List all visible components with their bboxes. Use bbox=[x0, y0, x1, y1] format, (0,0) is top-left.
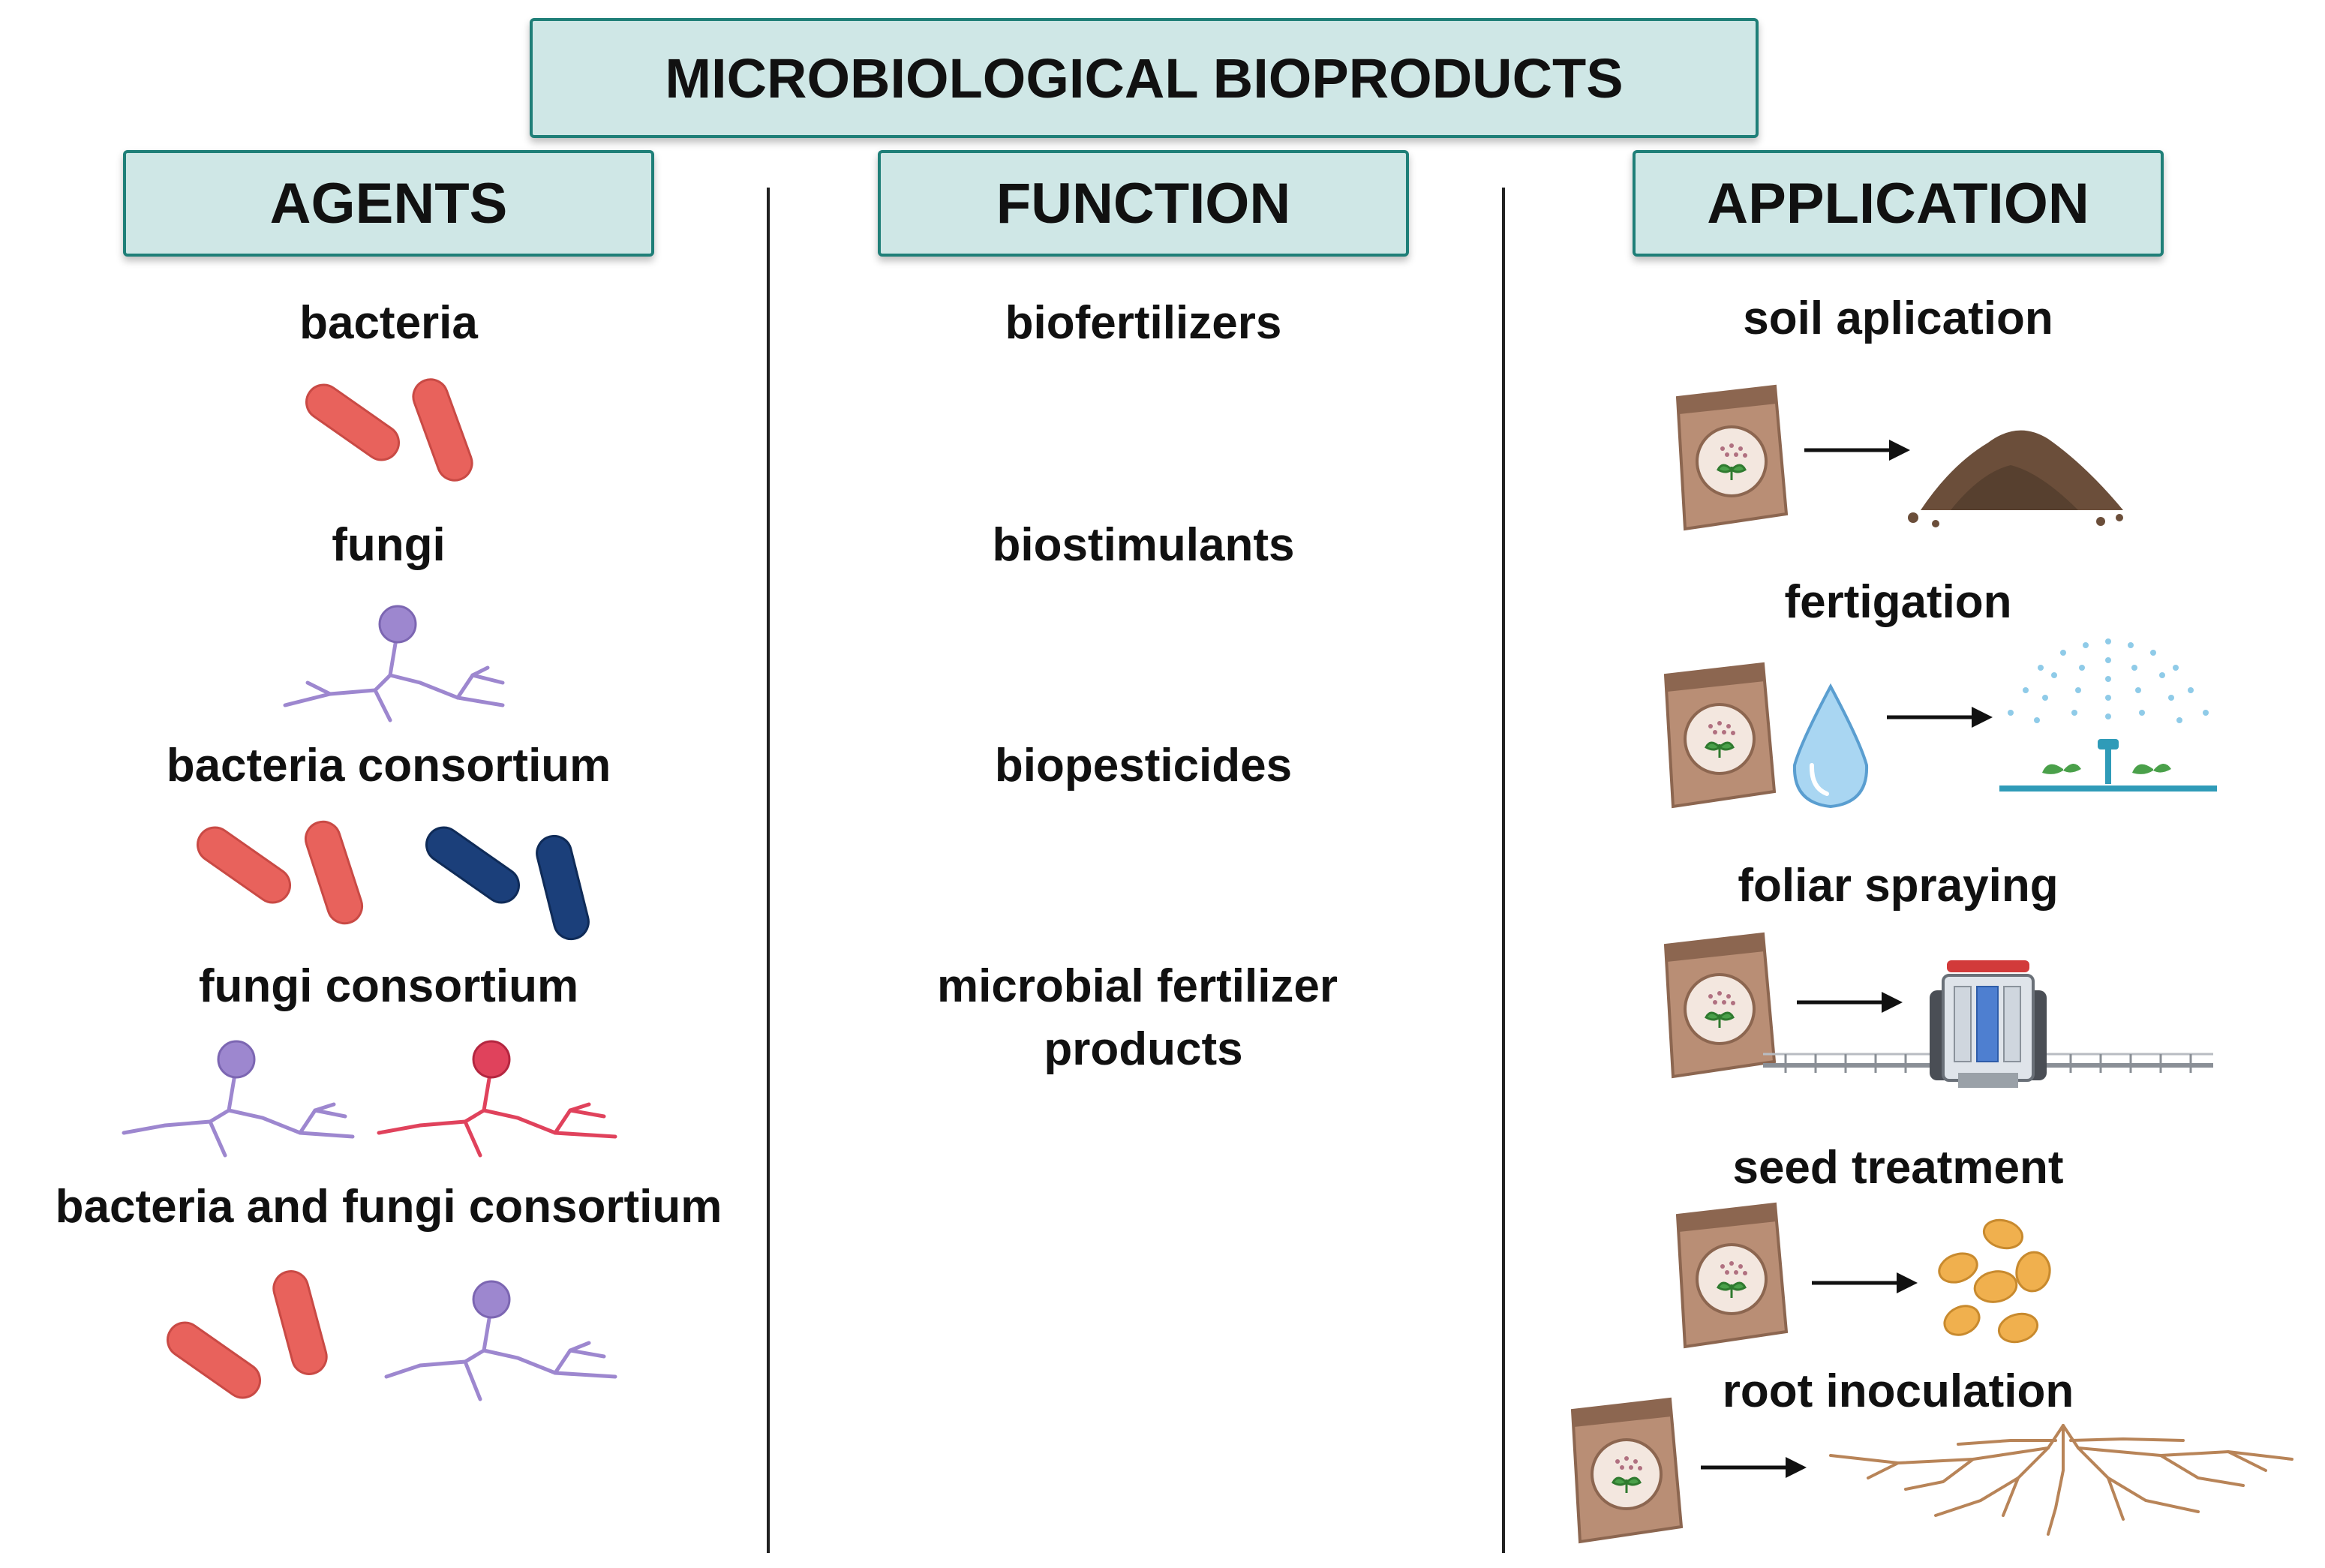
divider-left bbox=[767, 188, 770, 1553]
fungi-consortium-icon bbox=[122, 1040, 617, 1158]
function-label-biostimulants: biostimulants bbox=[992, 519, 1295, 571]
function-header: FUNCTION bbox=[996, 171, 1291, 236]
diagram-title: MICROBIOLOGICAL BIOPRODUCTS bbox=[665, 47, 1624, 110]
fertilizer-bag-icon bbox=[1663, 932, 1777, 1079]
seeds-icon bbox=[1938, 1218, 2051, 1344]
fertilizer-bag-icon bbox=[1675, 384, 1789, 531]
function-label-products: products bbox=[1044, 1023, 1243, 1075]
function-label-microbial-fertilizer: microbial fertilizer bbox=[936, 960, 1338, 1012]
arrow-icon bbox=[1701, 1457, 1807, 1478]
agent-label-bacteria: bacteria bbox=[299, 297, 478, 349]
application-label-root: root inoculation bbox=[1722, 1365, 2074, 1417]
function-header-box: FUNCTION bbox=[878, 150, 1409, 257]
agent-label-bacteria-consortium: bacteria consortium bbox=[166, 740, 611, 792]
arrow-icon bbox=[1804, 440, 1910, 461]
water-drop-icon bbox=[1792, 683, 1869, 809]
tractor-sprayer-icon bbox=[1763, 960, 2213, 1088]
agent-label-bacteria-fungi-consortium: bacteria and fungi consortium bbox=[55, 1181, 722, 1233]
title-box: MICROBIOLOGICAL BIOPRODUCTS bbox=[530, 18, 1759, 138]
function-label-biofertilizers: biofertilizers bbox=[1005, 297, 1282, 349]
soil-pile-icon bbox=[1908, 430, 2123, 527]
application-header-box: APPLICATION bbox=[1633, 150, 2164, 257]
application-label-seed: seed treatment bbox=[1732, 1142, 2064, 1194]
arrow-icon bbox=[1887, 707, 1993, 728]
agent-label-fungi-consortium: fungi consortium bbox=[198, 960, 579, 1012]
function-label-biopesticides: biopesticides bbox=[994, 740, 1293, 792]
arrow-icon bbox=[1812, 1272, 1918, 1293]
fertilizer-bag-icon bbox=[1663, 662, 1777, 809]
sprinkler-icon bbox=[1999, 638, 2217, 792]
arrow-icon bbox=[1797, 992, 1903, 1013]
bacteria-icon bbox=[305, 378, 473, 482]
fungi-icon bbox=[283, 605, 505, 722]
agents-header: AGENTS bbox=[269, 171, 508, 236]
roots-icon bbox=[1829, 1424, 2293, 1536]
bacteria-consortium-icon bbox=[196, 820, 590, 941]
application-label-soil: soil aplication bbox=[1743, 293, 2053, 344]
fertilizer-bag-icon bbox=[1675, 1202, 1789, 1349]
agent-label-fungi: fungi bbox=[332, 519, 446, 571]
divider-right bbox=[1502, 188, 1505, 1553]
fertilizer-bag-icon bbox=[1570, 1397, 1684, 1544]
application-label-fertigation: fertigation bbox=[1784, 576, 2012, 628]
application-header: APPLICATION bbox=[1707, 171, 2089, 236]
agents-header-box: AGENTS bbox=[123, 150, 654, 257]
bacteria-fungi-consortium-icon bbox=[166, 1270, 617, 1401]
application-label-foliar: foliar spraying bbox=[1738, 860, 2059, 912]
